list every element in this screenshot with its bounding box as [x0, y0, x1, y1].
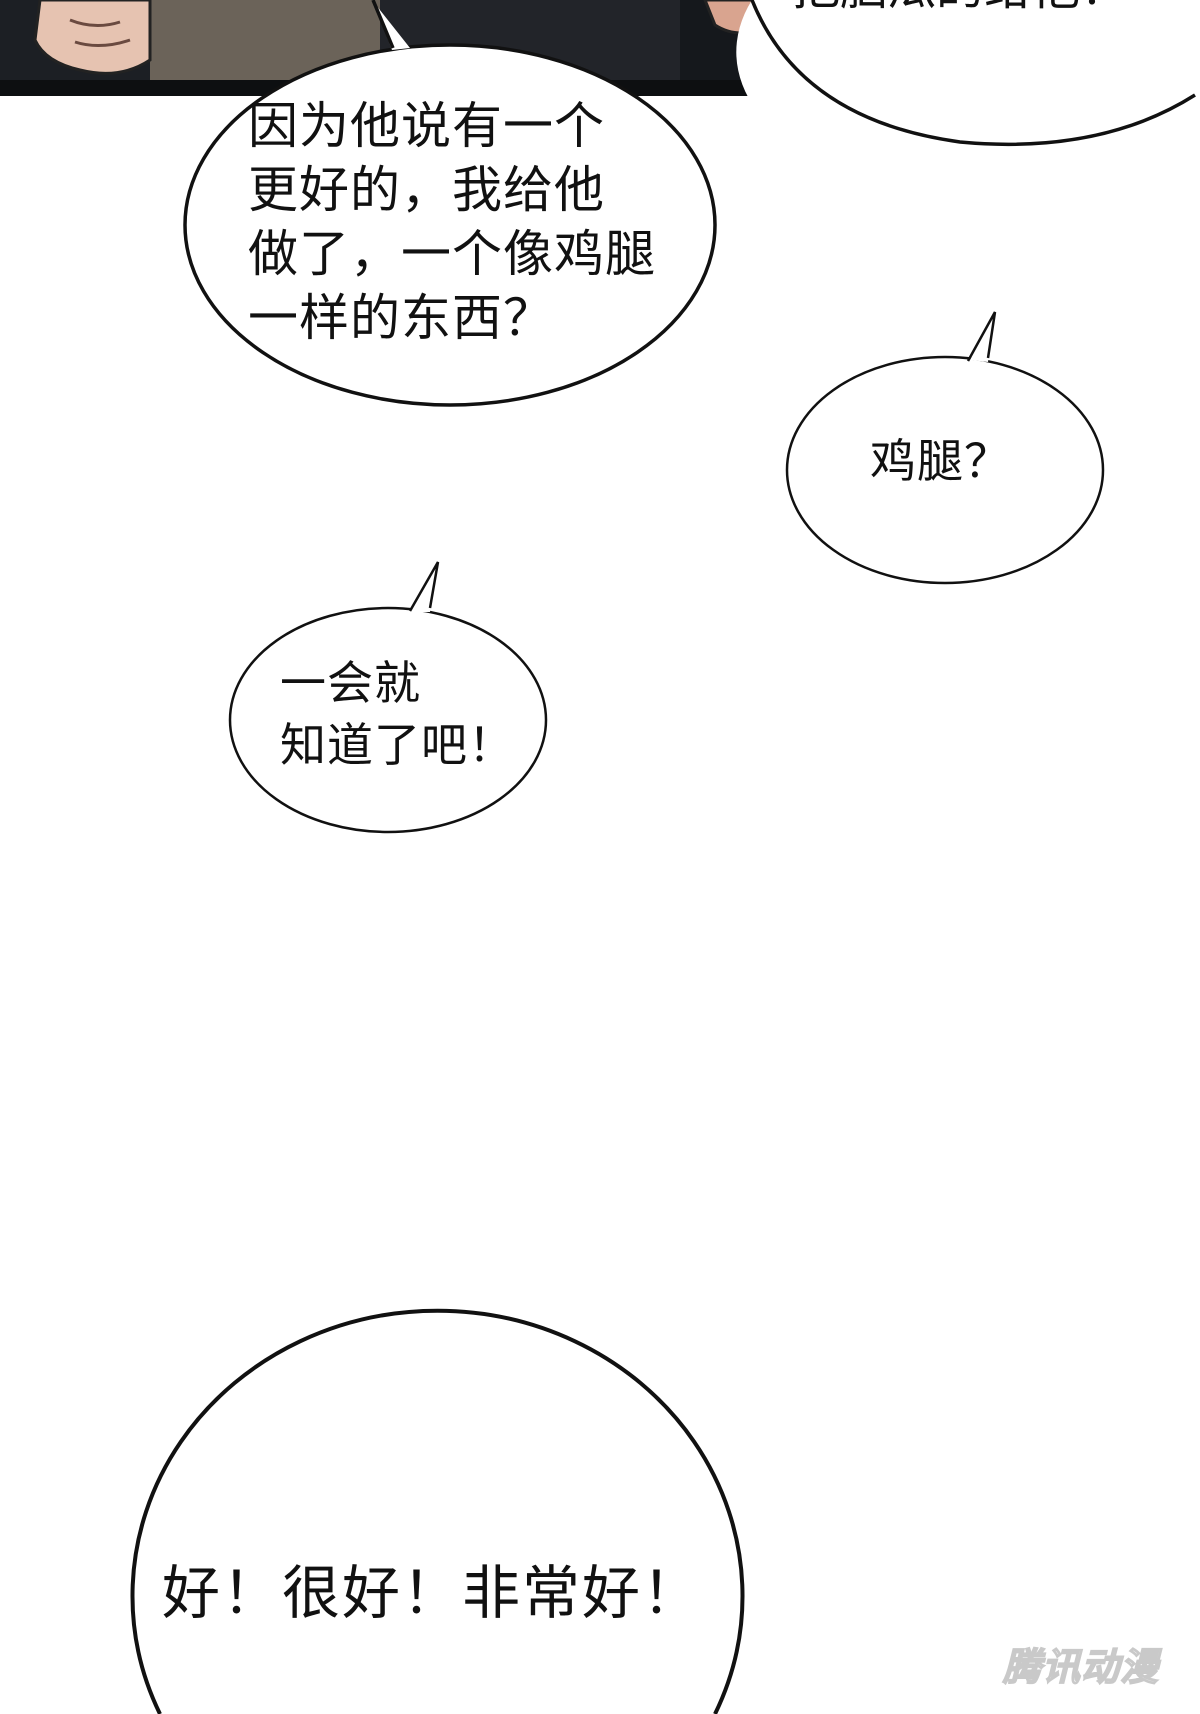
bubble-3-line-1: 一会就 — [280, 656, 421, 710]
bubble-1-line-1: 因为他说有一个 — [248, 97, 605, 155]
bubble-2-text: 鸡腿？ — [870, 430, 1011, 492]
speech-bubble-4 — [130, 1308, 745, 1714]
bubble-1-line-4: 一样的东西？ — [248, 289, 554, 347]
bubble-4-line-1: 好！很好！非常好！ — [162, 1559, 703, 1627]
top-bubble-text: 把脑瓜的给他！ — [792, 0, 1128, 18]
fist-shape — [33, 0, 152, 75]
bubble-1-text: 因为他说有一个 更好的，我给他 做了，一个像鸡腿 一样的东西？ — [248, 94, 656, 350]
bubble-4-text: 好！很好！非常好！ — [162, 1558, 702, 1628]
bubble-3-line-2: 知道了吧！ — [280, 718, 515, 772]
bubble-2-line-1: 鸡腿？ — [870, 434, 1011, 488]
tencent-comics-watermark: 腾讯动漫 — [986, 1642, 1176, 1692]
watermark-text: 腾讯动漫 — [1002, 1644, 1159, 1690]
bubble-3-text: 一会就 知道了吧！ — [280, 652, 515, 776]
bubble-1-line-3: 做了，一个像鸡腿 — [248, 225, 656, 283]
bubble-1-line-2: 更好的，我给他 — [248, 161, 605, 219]
